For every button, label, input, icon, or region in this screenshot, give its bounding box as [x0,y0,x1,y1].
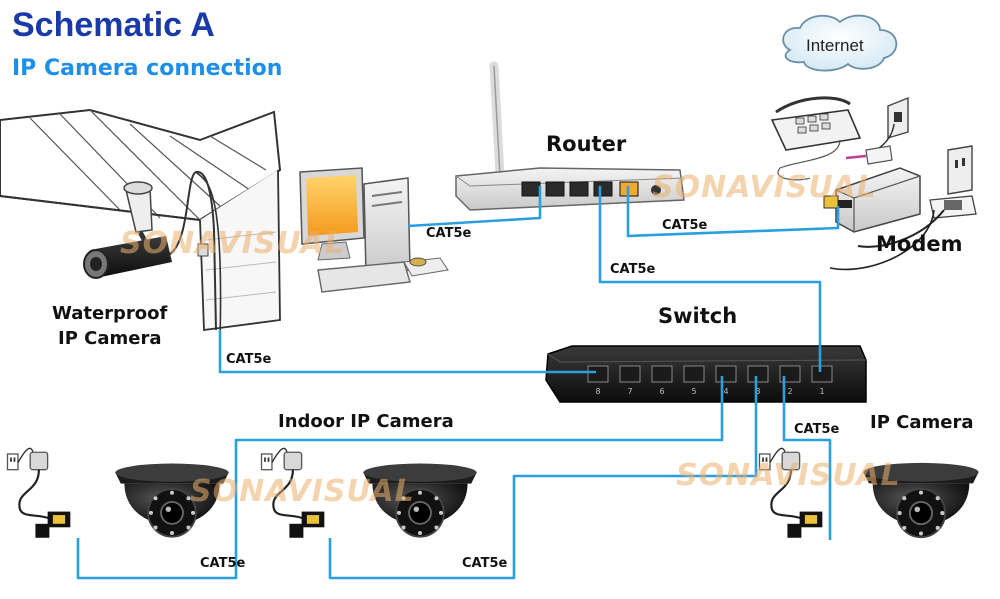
switch-port-number: 1 [819,387,824,396]
switch-label: Switch [658,304,738,328]
phone-wall-jack [845,96,909,165]
cable-label-indoor-1: CAT5e [200,556,246,571]
watermark-3: SONAVISUAL [190,474,415,509]
watermark-1: SONAVISUAL [120,226,345,261]
cable-label-switch-ipcamera: CAT5e [794,422,840,437]
cable-waterproof-switch [218,330,596,374]
cable-router-modem [626,186,840,238]
waterproof-label-line1: Waterproof [52,303,168,324]
internet-label: Internet [806,36,864,55]
switch-port-number: 2 [787,387,792,396]
desktop-computer-icon [299,167,449,293]
cable-label-waterproof-switch: CAT5e [226,352,272,367]
cable-switch-ipcamera [782,376,832,540]
waterproof-label-line2: IP Camera [58,328,162,349]
modem-icon [823,167,921,233]
internet-cloud [782,14,898,72]
cable-label-indoor-2: CAT5e [462,556,508,571]
cable-label-router-modem: CAT5e [662,218,708,233]
power-outlet [829,145,977,271]
indoor-camera-label: Indoor IP Camera [278,411,454,432]
page-subtitle: IP Camera connection [12,56,283,81]
switch-port-number: 5 [691,387,696,396]
watermark-2: SONAVISUAL [652,170,877,205]
router-label: Router [546,132,627,156]
cable-switch-indoor-1 [76,376,724,580]
switch-icon: 8 7 6 5 4 3 2 1 [545,345,867,403]
switch-port-number: 7 [627,387,632,396]
cable-router-switch [598,186,822,372]
switch-port-number: 8 [595,387,600,396]
page-title: Schematic A [12,6,215,44]
cable-switch-indoor-2 [328,376,758,580]
switch-port-number: 4 [723,387,728,396]
switch-port-number: 3 [755,387,760,396]
switch-port-number: 6 [659,387,664,396]
modem-label: Modem [876,232,963,256]
watermark-4: SONAVISUAL [676,458,901,493]
cable-label-computer-router: CAT5e [426,226,472,241]
ip-camera-label: IP Camera [870,412,974,433]
cat5e-cables [76,186,840,580]
waterproof-camera-icon [83,170,222,341]
cable-computer-router [407,186,542,228]
telephone-icon [770,96,862,181]
cable-label-router-switch: CAT5e [610,262,656,277]
